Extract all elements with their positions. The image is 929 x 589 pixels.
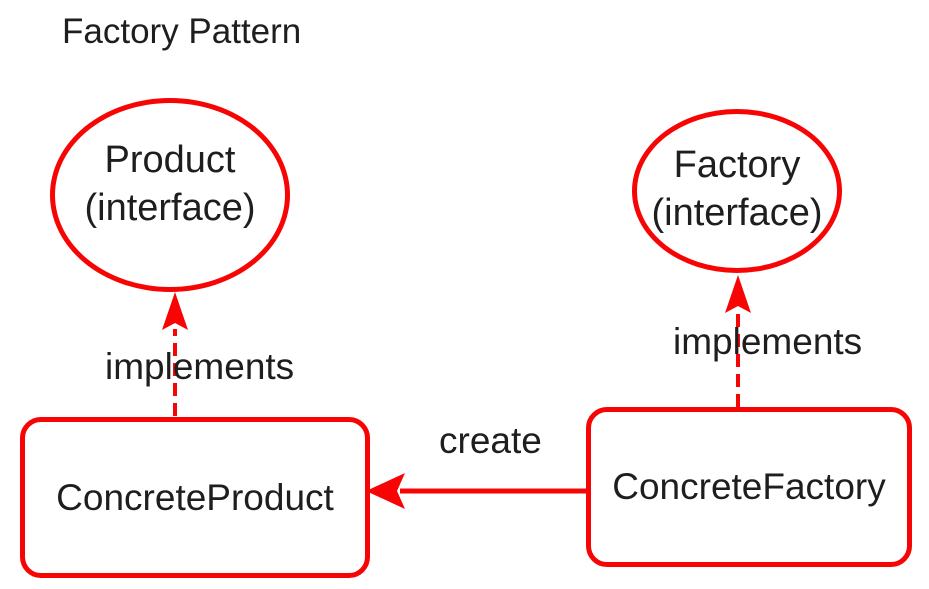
node-factory-interface-stereotype: (interface) [651,192,823,234]
implements-left-label: implements [105,346,295,387]
implements-left-arrowhead-icon [162,292,188,330]
node-factory-interface-name: Factory [673,144,801,186]
implements-right-arrowhead-icon [725,275,751,313]
node-concrete-product-name: ConcreteProduct [56,476,334,518]
node-concrete-product: ConcreteProduct [20,417,370,578]
implements-right-label: implements [673,321,863,362]
node-product-interface-stereotype: (interface) [84,187,256,229]
create-label: create [439,420,542,461]
diagram-title: Factory Pattern [62,12,302,51]
node-product-interface-name: Product [104,139,236,181]
node-concrete-factory-name: ConcreteFactory [612,466,886,507]
create-arrow [366,473,586,509]
create-arrowhead-icon [366,473,405,509]
node-concrete-factory: ConcreteFactory [586,407,912,567]
node-product-interface: Product (interface) [50,98,290,292]
node-factory-interface: Factory (interface) [632,109,842,273]
